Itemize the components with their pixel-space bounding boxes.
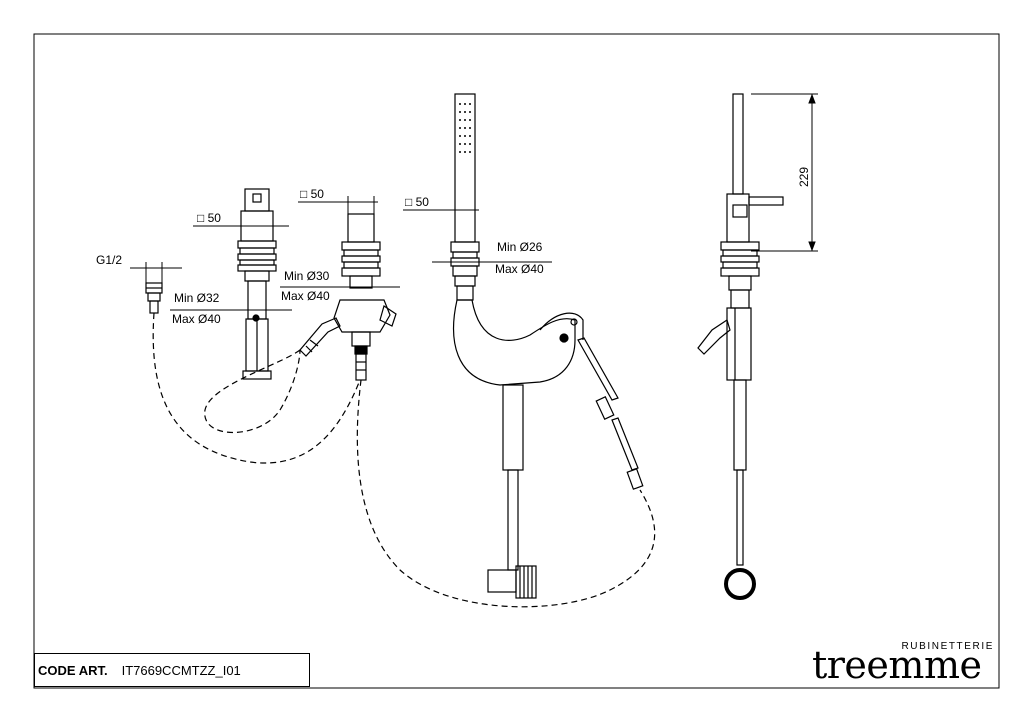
dim-min30: Min Ø30 (284, 269, 330, 283)
dim-g12: G1/2 (96, 253, 122, 267)
title-block: CODE ART. IT7669CCMTZZ_I01 (34, 653, 310, 687)
hand-shower-assembly (450, 93, 644, 599)
brand-logo: RUBINETTERIE treemme (810, 640, 998, 688)
dim-max40-middle: Max Ø40 (281, 289, 330, 303)
shower-head-nozzles (459, 103, 471, 153)
drawing-frame (33, 33, 1000, 689)
dim-min26: Min Ø26 (497, 240, 543, 254)
hose-connector (145, 282, 163, 314)
dim-max40-left: Max Ø40 (172, 312, 221, 326)
dim-height-229: 229 (797, 167, 811, 187)
dim-min32: Min Ø32 (174, 291, 220, 305)
flexible-hoses (152, 312, 656, 608)
dim-max40-right: Max Ø40 (495, 262, 544, 276)
brand-name: treemme (812, 643, 982, 687)
code-art-label: CODE ART. (38, 662, 108, 678)
brand-subtitle: RUBINETTERIE (901, 641, 994, 652)
dimension-lines (130, 93, 818, 311)
valve-body-left (237, 188, 277, 380)
code-art-value: IT7669CCMTZZ_I01 (121, 662, 241, 678)
dim-square-50-left: □ 50 (197, 211, 221, 225)
dim-square-50-middle: □ 50 (300, 187, 324, 201)
dim-square-50-right: □ 50 (405, 195, 429, 209)
side-view-assembly (697, 93, 784, 600)
